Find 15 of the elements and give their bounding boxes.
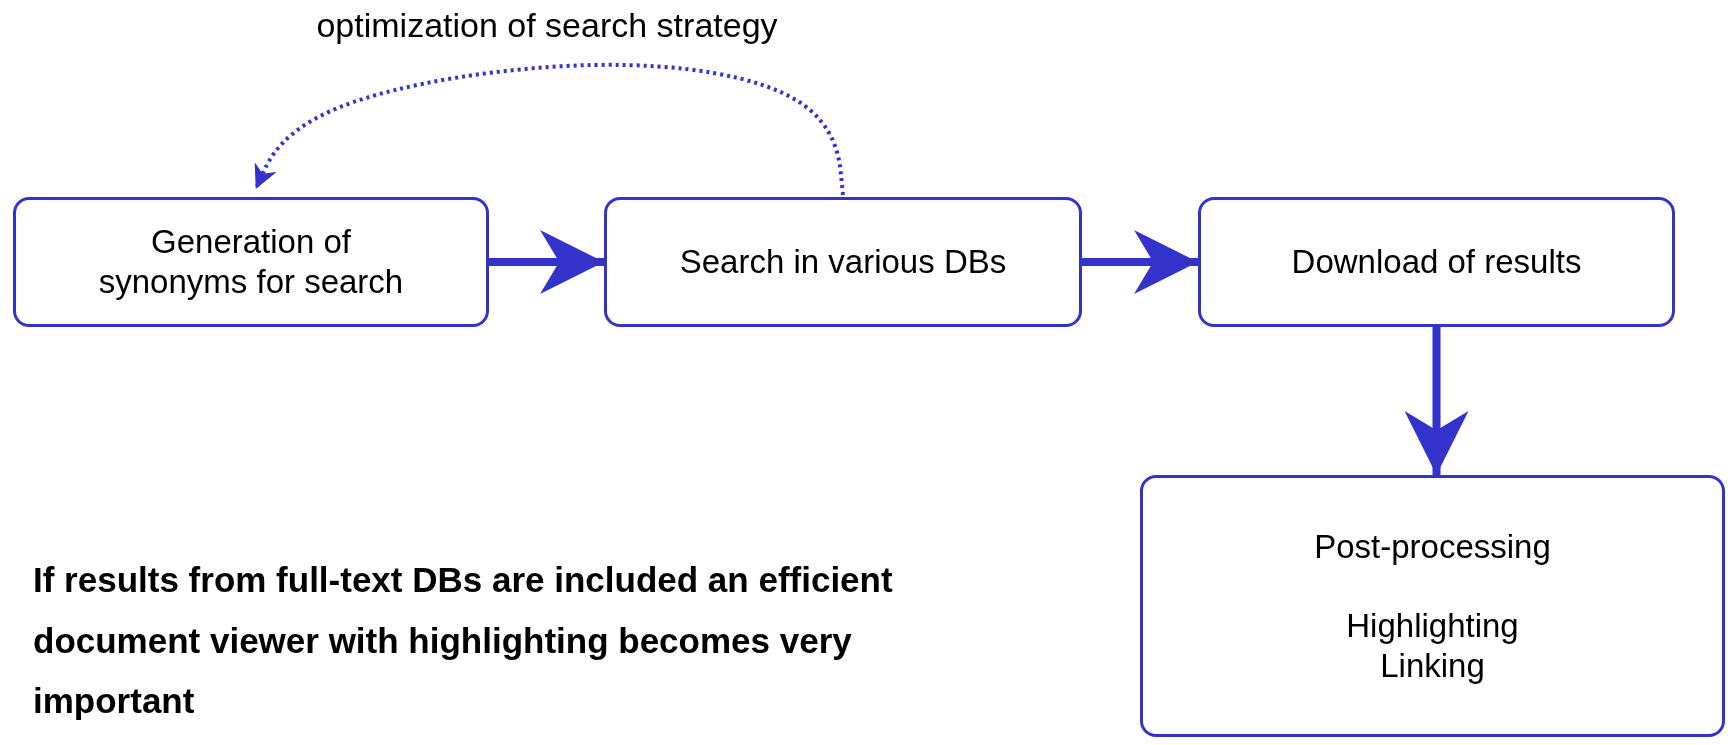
process-box xyxy=(1140,475,1725,737)
node-text: Search in various DBs xyxy=(679,242,1007,282)
node-text: Post-processing xyxy=(1314,526,1551,567)
arrow xyxy=(1082,230,1198,294)
node-text: Generation of synonyms for search xyxy=(97,222,405,302)
node-text: Download of results xyxy=(1291,242,1582,282)
process-box xyxy=(13,197,489,327)
process-box xyxy=(604,197,1082,327)
node-text: Highlighting xyxy=(1346,606,1519,646)
arrow xyxy=(489,230,604,294)
arrow xyxy=(1404,327,1469,475)
dotted-arrow xyxy=(253,62,845,196)
node-text: Linking xyxy=(1380,645,1485,686)
process-box xyxy=(1198,197,1675,327)
note-text: If results from full-text DBs are included an efficient document viewer with highlighting becomes very important xyxy=(33,559,894,723)
